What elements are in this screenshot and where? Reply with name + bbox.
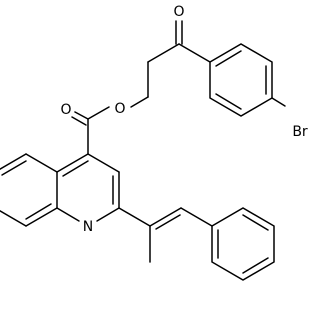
ester-oxygen-label: O [114, 101, 125, 117]
bromine-label: Br [292, 124, 308, 140]
bromophenyl-ring: Br [209, 43, 308, 140]
propenyl-linker [118, 207, 213, 263]
carbonyl-oxygen-label: O [173, 4, 184, 20]
ester-carbonyl-oxygen-label: O [60, 102, 71, 118]
quinoline-pyridine-ring: N [56, 153, 120, 235]
phenyl-ring [211, 207, 275, 281]
ester-carbonyl-group: O [60, 102, 110, 155]
acyl-chain [130, 43, 211, 108]
ketone-carbonyl-group: O [173, 4, 185, 45]
quinoline-nitrogen-label: N [83, 219, 93, 235]
quinoline-benzo-ring [0, 153, 58, 227]
